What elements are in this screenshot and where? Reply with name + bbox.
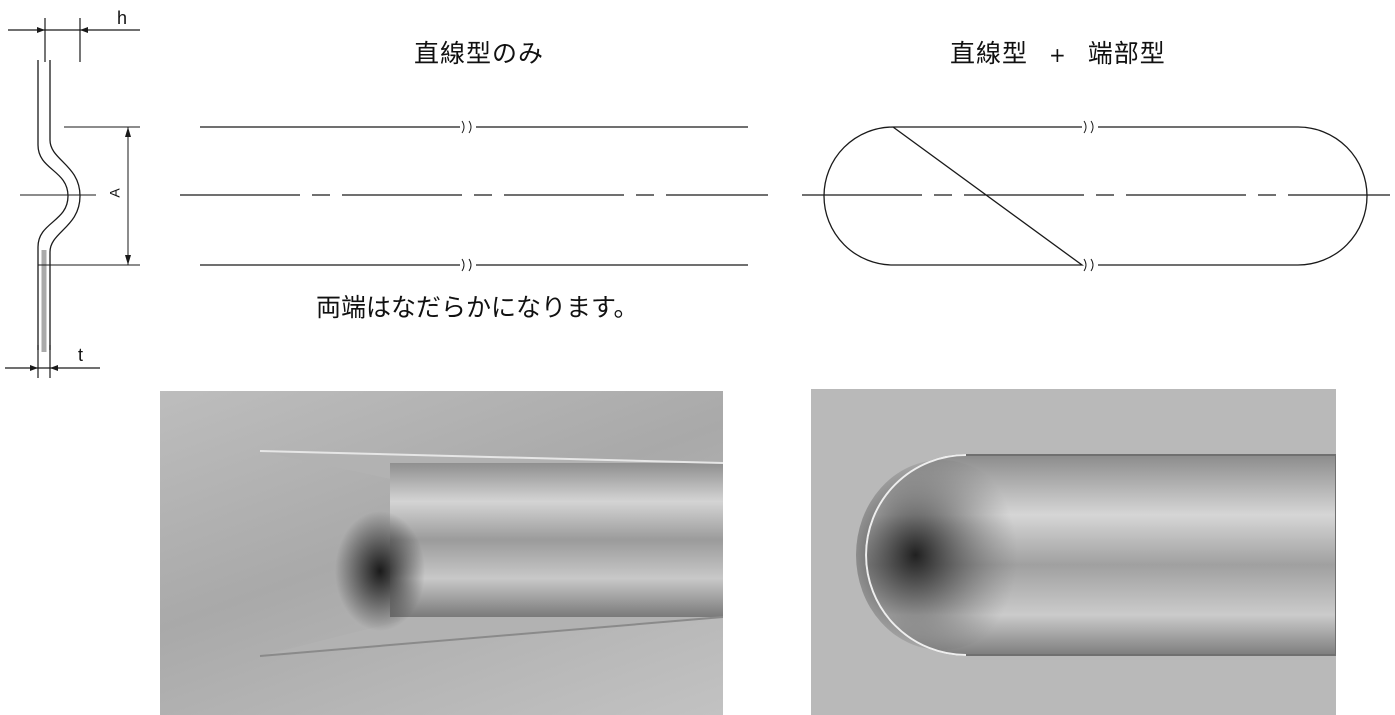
straight-title: 直線型のみ bbox=[414, 39, 545, 68]
straight-end-title-main: 直線型 bbox=[950, 39, 1029, 68]
straight-bead-drawing bbox=[180, 120, 768, 272]
straight-end-title: 直線型 + 端部型 bbox=[950, 34, 1166, 70]
straight-end-title-plus: + bbox=[1048, 43, 1067, 67]
profile-cross-section bbox=[5, 18, 140, 378]
profile-inner-line bbox=[49, 60, 81, 350]
straight-end-bead-drawing bbox=[802, 120, 1390, 272]
label-h: h bbox=[117, 8, 128, 28]
label-t: t bbox=[78, 345, 84, 365]
straight-caption: 両端はなだらかになります。 bbox=[316, 293, 639, 322]
straight-end-title-end: 端部型 bbox=[1087, 39, 1166, 68]
photo-end-bead bbox=[811, 389, 1336, 715]
profile-outer-line bbox=[37, 60, 69, 350]
photo-straight-bead bbox=[160, 391, 723, 715]
